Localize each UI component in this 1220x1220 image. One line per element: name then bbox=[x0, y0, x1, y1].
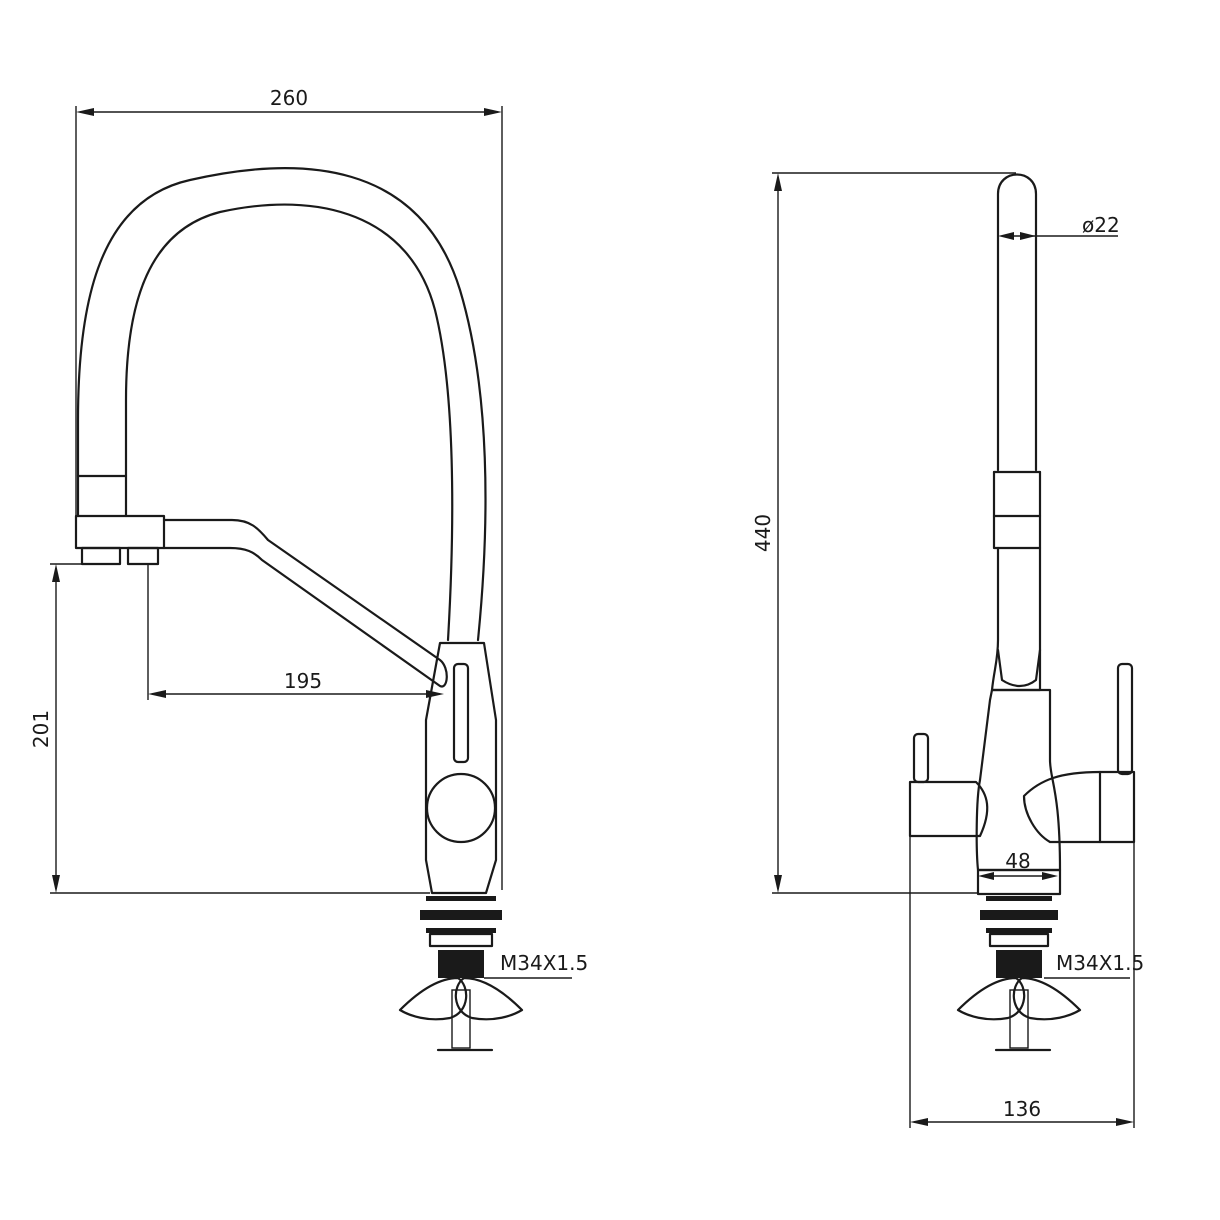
dimension-260-label: 260 bbox=[270, 86, 308, 110]
dimension-48: 48 bbox=[978, 849, 1058, 880]
faucet-body-front bbox=[424, 641, 498, 895]
dimension-440-label: 440 bbox=[751, 514, 775, 552]
right-handle-side bbox=[1022, 770, 1136, 844]
dimension-195-label: 195 bbox=[284, 669, 322, 693]
mounting-shank-front bbox=[398, 896, 524, 1052]
dimension-195: 195 bbox=[147, 564, 444, 700]
arched-spout-inner bbox=[124, 203, 454, 642]
handle-lever-front bbox=[452, 662, 470, 764]
handle-knob-front bbox=[425, 772, 497, 844]
spray-head bbox=[74, 474, 166, 566]
side-view: 440 ø22 48 bbox=[751, 172, 1144, 1128]
right-lever-side bbox=[1116, 662, 1134, 776]
thread-label-side: M34X1.5 bbox=[1056, 951, 1144, 975]
spout-tube-side bbox=[990, 173, 1042, 692]
left-handle-side bbox=[908, 780, 989, 838]
dimension-260: 260 bbox=[75, 86, 503, 890]
left-stem-side bbox=[912, 732, 930, 784]
dimension-136: 136 bbox=[909, 836, 1135, 1128]
dimension-201-label: 201 bbox=[29, 710, 53, 748]
mounting-shank-side bbox=[956, 896, 1082, 1052]
dimension-diameter-22-label: ø22 bbox=[1082, 213, 1120, 237]
arched-spout-outer bbox=[76, 167, 487, 642]
dimension-201: 201 bbox=[29, 563, 430, 894]
dimension-diameter-22: ø22 bbox=[998, 213, 1120, 240]
front-view: 260 195 201 bbox=[29, 86, 588, 1052]
lower-spout-arm bbox=[162, 518, 448, 688]
dimension-440: 440 bbox=[751, 172, 1016, 894]
dimension-136-label: 136 bbox=[1003, 1097, 1041, 1121]
thread-label-front: M34X1.5 bbox=[500, 951, 588, 975]
